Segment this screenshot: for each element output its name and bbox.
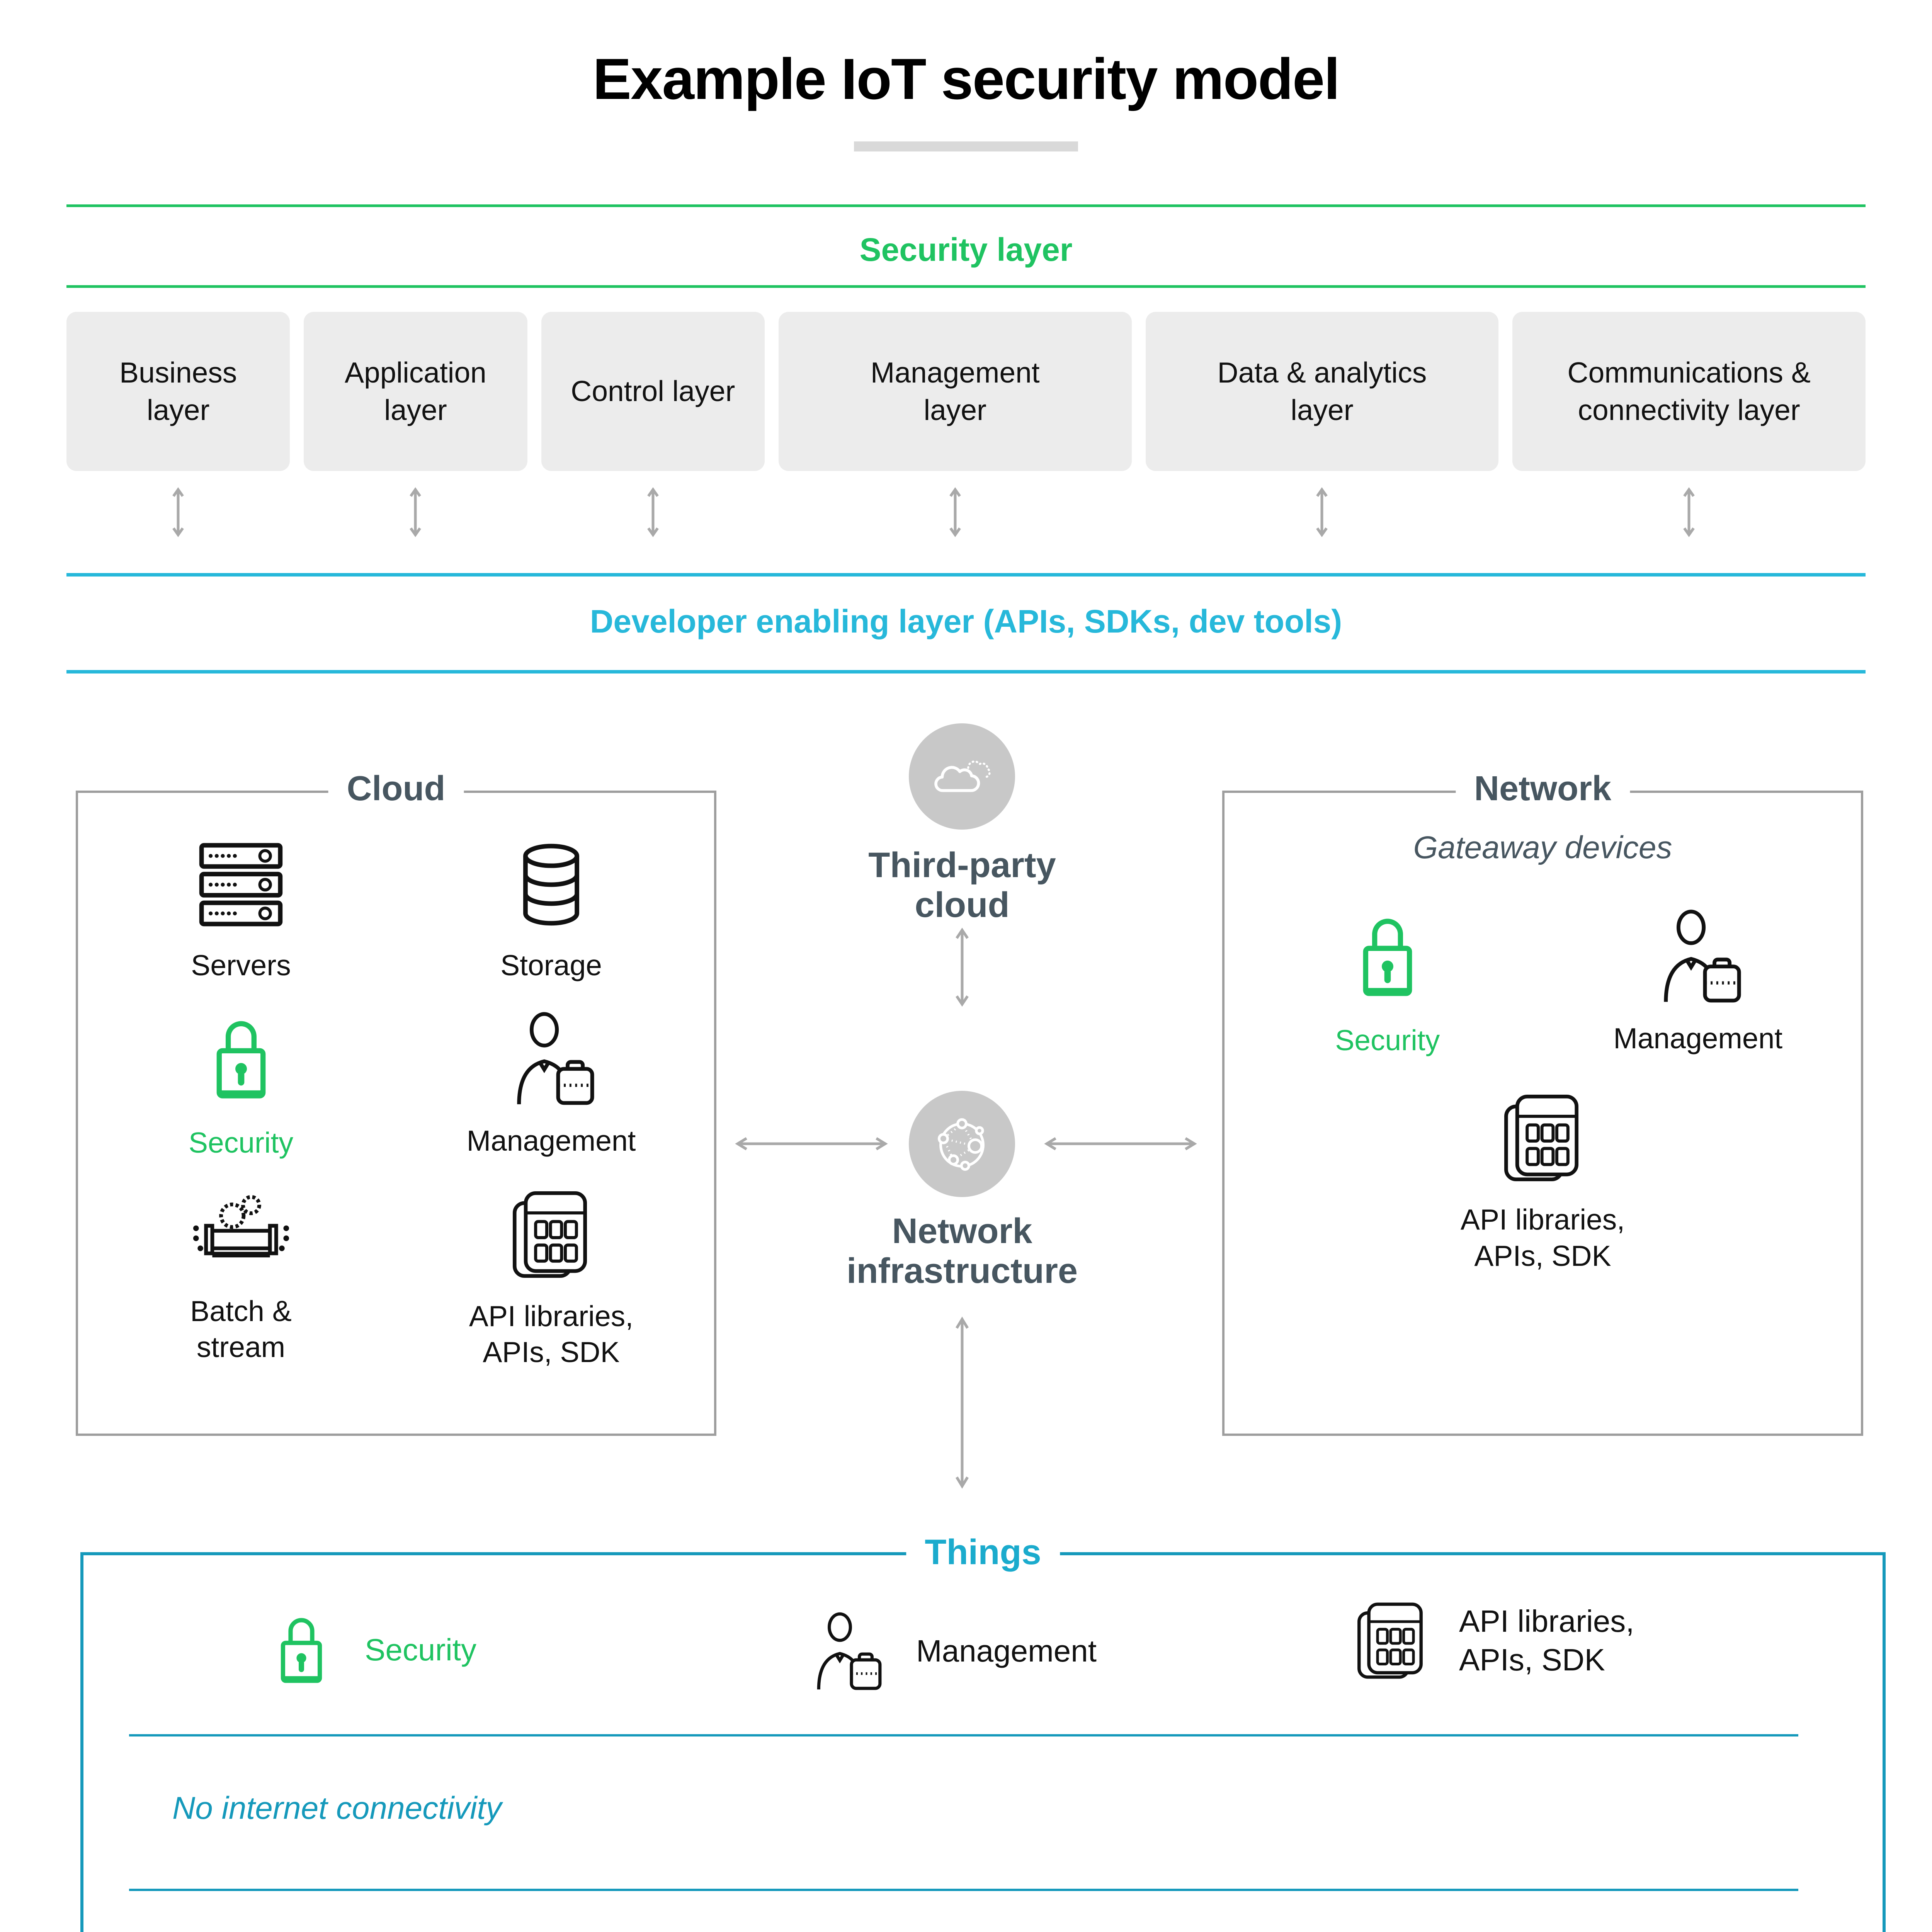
security-layer-label: Security layer [859,231,1073,268]
lock-icon [1349,908,1426,1005]
storage-icon [506,839,597,930]
person-briefcase-icon [1651,908,1745,1003]
network-nodes-icon [930,1112,994,1176]
layer-box-label: Communications & connectivity layer [1567,356,1811,427]
developer-layer-top-rule [66,573,1866,577]
network-infrastructure-circle [909,1091,1015,1197]
item-label: Servers [191,949,291,981]
developer-layer-label: Developer enabling layer (APIs, SDKs, de… [590,603,1342,639]
layer-box-label: Control layer [571,375,735,408]
double-vertical-arrow-icon [954,1316,970,1490]
item-label: Security [365,1633,476,1667]
network-item-management: Management [1543,908,1854,1059]
item-label: Batch & stream [190,1294,292,1364]
cloud-panel-title: Cloud [328,769,464,809]
keypad-icon [510,1188,593,1281]
item-label: Management [466,1124,636,1157]
layer-box-data-analytics: Data & analytics layer [1145,312,1499,471]
cloud-item-storage: Storage [396,839,706,984]
layer-box-label: Business layer [119,356,237,427]
cloud-item-management: Management [396,1011,706,1161]
double-vertical-arrow-icon [1314,486,1330,538]
cloud-item-batch-stream: Batch & stream [86,1188,396,1371]
double-vertical-arrow-icon [1681,486,1697,538]
item-label: Security [1335,1024,1440,1056]
layer-box-label: Data & analytics layer [1217,356,1427,427]
network-panel: Network Gateaway devices Security Manage… [1222,769,1863,1436]
lock-icon [202,1011,280,1107]
network-item-api-libraries: API libraries, APIs, SDK [1225,1092,1861,1274]
item-label: Management [916,1633,1097,1668]
double-horizontal-arrow-icon [734,1136,889,1151]
third-party-cloud-circle [909,723,1015,830]
things-panel-title: Things [906,1532,1060,1573]
things-item-management: Management [806,1611,1097,1690]
layer-connector-arrows-row [66,486,1866,538]
double-vertical-arrow-icon [170,486,186,538]
layer-box-label: Application layer [344,356,486,427]
developer-layer-bottom-rule [66,670,1866,673]
person-briefcase-icon [504,1011,599,1105]
cloud-item-servers: Servers [86,839,396,984]
keypad-icon [1501,1092,1585,1184]
item-label: Storage [500,949,602,981]
things-panel: Things Security Management API libraries… [80,1532,1886,1932]
network-item-security: Security [1232,908,1543,1059]
things-item-api-libraries: API libraries, APIs, SDK [1355,1600,1634,1682]
layer-box-management: Management layer [778,312,1132,471]
item-label: API libraries, APIs, SDK [1459,1604,1634,1677]
things-divider-rule [129,1889,1798,1891]
layer-box-label: Management layer [870,356,1040,427]
page-title: Example IoT security model [593,46,1340,111]
cloud-panel: Cloud Servers Storage Security Managemen… [76,769,716,1436]
double-vertical-arrow-icon [645,486,661,538]
security-layer-top-rule [66,204,1866,207]
keypad-icon [1355,1600,1428,1682]
layer-box-business: Business layer [66,312,290,471]
cloud-icon [926,753,998,800]
double-vertical-arrow-icon [947,486,963,538]
double-vertical-arrow-icon [408,486,423,538]
item-label: API libraries, APIs, SDK [1460,1203,1625,1272]
layer-box-communications: Communications & connectivity layer [1512,312,1866,471]
cloud-item-api-libraries: API libraries, APIs, SDK [396,1188,706,1371]
servers-icon [196,839,286,930]
cloud-item-security: Security [86,1011,396,1161]
lock-icon [269,1609,334,1690]
double-horizontal-arrow-icon [1043,1136,1198,1151]
network-infrastructure-label: Network infrastructure [846,1211,1078,1291]
double-vertical-arrow-icon [954,927,970,1008]
item-label: Management [1613,1022,1783,1054]
zone-no-internet-connectivity: No internet connectivity [172,1791,502,1826]
pipeline-gears-icon [191,1188,291,1276]
network-panel-subtitle: Gateaway devices [1413,830,1672,865]
item-label: API libraries, APIs, SDK [469,1299,634,1369]
security-layer-bottom-rule [66,285,1866,288]
person-briefcase-icon [806,1611,885,1690]
network-panel-title: Network [1455,769,1630,809]
things-divider-rule [129,1734,1798,1736]
layer-box-control: Control layer [541,312,765,471]
item-label: Security [189,1126,293,1159]
layer-boxes-row: Business layer Application layer Control… [66,312,1866,471]
title-underline [854,141,1078,151]
things-item-security: Security [269,1609,476,1690]
layer-box-application: Application layer [304,312,527,471]
third-party-cloud-label: Third-party cloud [868,845,1056,925]
